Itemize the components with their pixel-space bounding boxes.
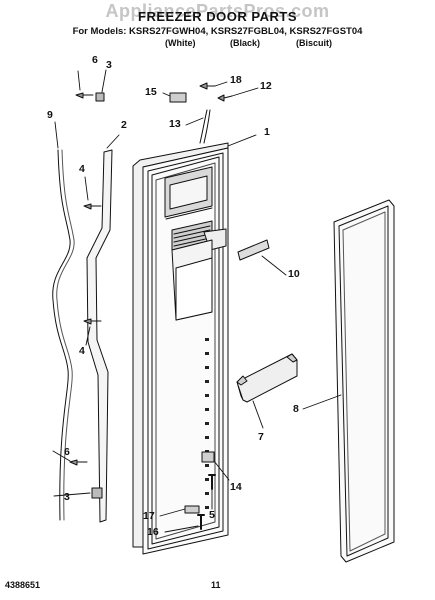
screw-4-lower (83, 318, 102, 325)
wire-harness (199, 109, 211, 144)
screw-12 (217, 94, 233, 102)
switch-part (169, 92, 187, 103)
hinge-bracket-2 (86, 149, 113, 523)
spacer-17 (184, 505, 200, 514)
door-gasket-8 (333, 199, 395, 563)
models-line: For Models: KSRS27FGWH04, KSRS27FGBL04, … (72, 26, 363, 37)
screw-6-bottom (69, 459, 88, 466)
callout-8: 8 (293, 403, 299, 415)
callout-3-top: 3 (106, 59, 112, 71)
callout-2: 2 (121, 119, 127, 131)
freezer-door (132, 142, 229, 555)
callout-1: 1 (264, 126, 270, 138)
callout-12: 12 (260, 80, 272, 92)
callout-10: 10 (288, 268, 300, 280)
trim-strip-10 (237, 239, 270, 261)
leader-lines (52, 69, 342, 533)
callout-5: 5 (209, 509, 215, 521)
watermark: AppliancePartsPros.com (105, 1, 330, 21)
callout-17: 17 (143, 510, 155, 522)
part-number: 4388651 (5, 580, 41, 590)
callout-9: 9 (47, 109, 53, 121)
screw-5 (208, 474, 216, 490)
color-label-black: (Black) (230, 38, 261, 48)
cam-14 (201, 451, 215, 463)
color-label-white: (White) (165, 38, 196, 48)
door-shelf-7 (236, 353, 298, 403)
color-label-biscuit: (Biscuit) (296, 38, 332, 48)
screw-18 (199, 82, 216, 90)
callout-16: 16 (147, 526, 159, 538)
callout-6-bottom: 6 (64, 446, 70, 458)
screw-16 (197, 514, 205, 530)
page-number: 11 (211, 580, 221, 590)
wire-spring-9 (52, 149, 71, 521)
callout-15: 15 (145, 86, 157, 98)
page-title: FREEZER DOOR PARTS (138, 9, 297, 24)
callout-4-upper: 4 (79, 163, 85, 175)
callout-18: 18 (230, 74, 242, 86)
bushing-3-top (95, 92, 105, 102)
callout-4-lower: 4 (79, 345, 85, 357)
callout-14: 14 (230, 481, 242, 493)
screw-6-top (75, 92, 94, 99)
bushing-3-bottom (91, 487, 103, 499)
callout-6-top: 6 (92, 54, 98, 66)
callout-3-bottom: 3 (64, 491, 70, 503)
screw-4-upper (83, 203, 102, 210)
callout-13: 13 (169, 118, 181, 130)
callout-7: 7 (258, 431, 264, 443)
